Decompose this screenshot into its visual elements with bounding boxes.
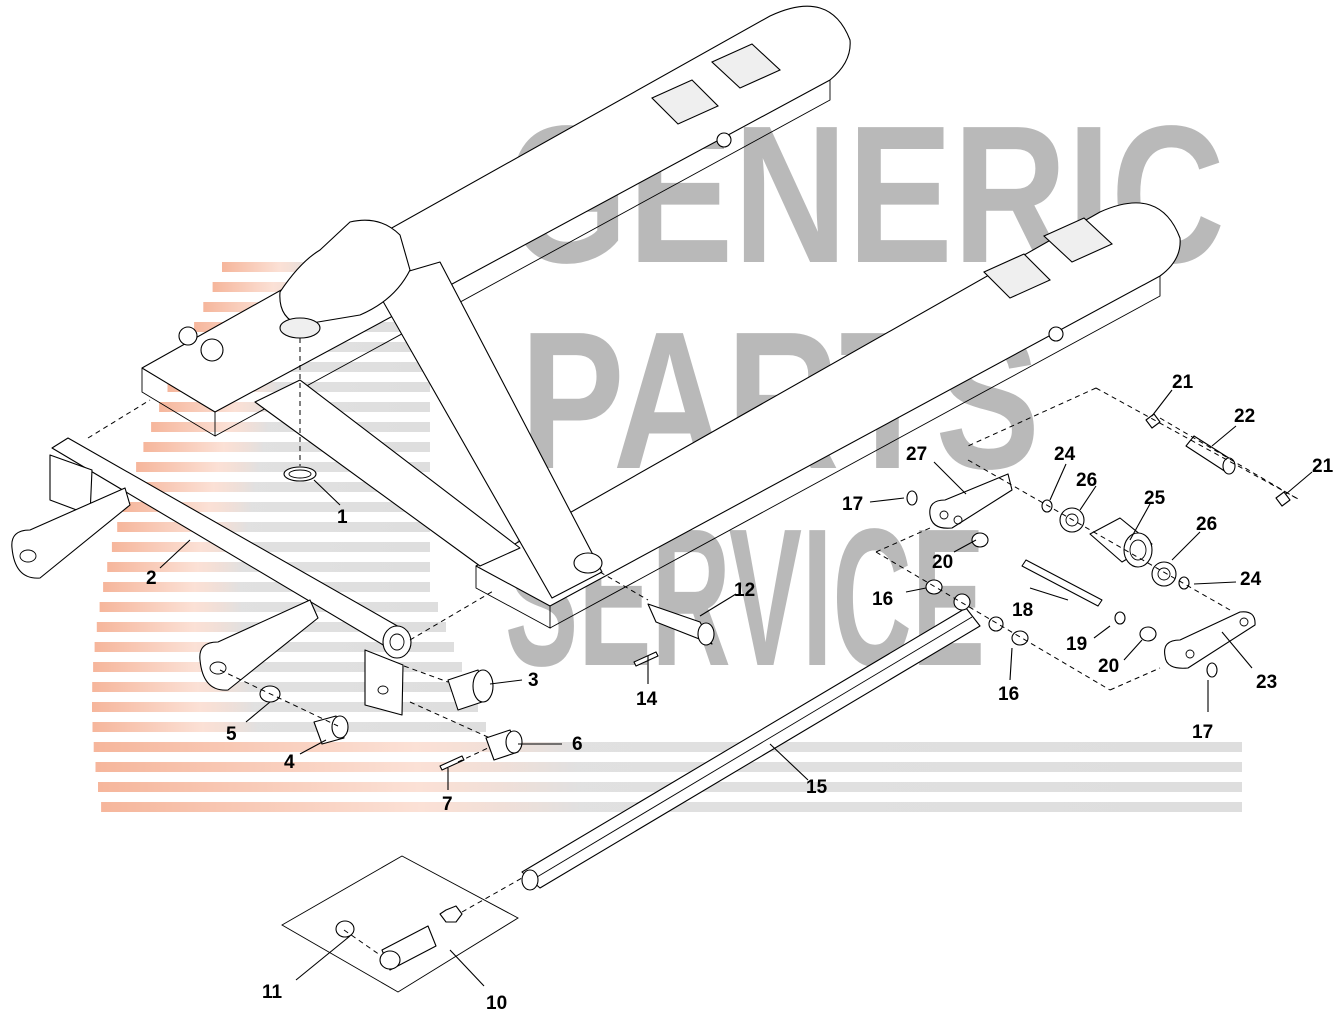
callout-18: 18 bbox=[1012, 600, 1033, 621]
left-fork-window-2 bbox=[651, 79, 719, 125]
part-15-push-rod bbox=[521, 607, 981, 891]
kit-boundary bbox=[281, 855, 519, 993]
left-fork-window-1 bbox=[711, 43, 781, 89]
part-21-screw-a bbox=[1145, 413, 1161, 429]
part-20-bushing-b bbox=[1139, 626, 1157, 642]
part-21-screw-b bbox=[1275, 491, 1291, 507]
part-17-ring-a bbox=[906, 490, 918, 506]
callout-16-b: 16 bbox=[998, 684, 1019, 705]
part-23-link-plate bbox=[1164, 611, 1256, 669]
part-3-bushing bbox=[447, 669, 494, 711]
part-10-kit bbox=[281, 855, 519, 993]
watermark-stripe bbox=[117, 522, 430, 532]
callout-labels: 1 2 3 4 5 6 7 10 11 12 14 15 16 16 17 17… bbox=[146, 372, 1334, 1014]
callout-26-b: 26 bbox=[1196, 514, 1217, 535]
callout-11: 11 bbox=[262, 982, 283, 1003]
callout-25: 25 bbox=[1144, 488, 1166, 509]
callout-2: 2 bbox=[146, 568, 157, 589]
watermark-stripe bbox=[176, 362, 430, 372]
cross-member bbox=[254, 379, 521, 567]
watermark-stripe bbox=[129, 482, 431, 492]
part-14-roll-pin bbox=[633, 651, 659, 667]
watermark-stripe bbox=[99, 602, 438, 612]
callout-19: 19 bbox=[1066, 634, 1087, 655]
assembly-lines bbox=[87, 338, 1301, 956]
watermark-stripe bbox=[143, 442, 430, 452]
part-18-shaft bbox=[1021, 559, 1103, 607]
callout-15: 15 bbox=[806, 777, 828, 798]
part-6-pin bbox=[485, 729, 523, 761]
part-12-axle-pin bbox=[647, 603, 715, 646]
watermark-stripe bbox=[92, 702, 478, 712]
part-19-ring bbox=[1114, 611, 1126, 625]
callout-12: 12 bbox=[734, 580, 755, 601]
callout-3: 3 bbox=[528, 670, 539, 691]
callout-6: 6 bbox=[572, 734, 583, 755]
diagonal-brace bbox=[371, 261, 603, 599]
leader-lines bbox=[159, 389, 1313, 987]
right-fork bbox=[475, 202, 1181, 607]
watermark-stripe bbox=[92, 722, 486, 732]
callout-14: 14 bbox=[636, 689, 658, 710]
callout-27: 27 bbox=[906, 444, 927, 465]
part-11-bushing bbox=[335, 920, 355, 938]
part-16-bushing-b bbox=[1011, 630, 1029, 646]
callout-24-a: 24 bbox=[1054, 444, 1076, 465]
part-24-ring-a bbox=[1041, 499, 1053, 513]
right-fork-window-2 bbox=[983, 253, 1051, 299]
watermark-stripe bbox=[103, 582, 430, 592]
watermark-stripe bbox=[95, 762, 1242, 772]
part-20-bushing-a bbox=[971, 532, 989, 548]
callout-26-a: 26 bbox=[1076, 470, 1097, 491]
callout-17-a: 17 bbox=[842, 494, 863, 515]
watermark-stripe bbox=[111, 542, 431, 552]
callout-7: 7 bbox=[442, 794, 453, 815]
part-26-bearing-b bbox=[1151, 561, 1177, 587]
callout-10: 10 bbox=[486, 993, 507, 1014]
callout-22: 22 bbox=[1234, 406, 1255, 427]
callout-20-a: 20 bbox=[932, 552, 953, 573]
pump-mount-socket bbox=[279, 317, 321, 339]
part-16-bushing-a bbox=[925, 579, 943, 595]
watermark-stripe bbox=[93, 742, 1243, 752]
watermark-stripe bbox=[92, 682, 470, 692]
part-17-ring-b bbox=[1206, 662, 1218, 678]
callout-16-a: 16 bbox=[872, 589, 893, 610]
watermark-stripe bbox=[93, 662, 462, 672]
right-fork-window-1 bbox=[1043, 217, 1113, 263]
axle-arm-left bbox=[11, 487, 131, 579]
callout-1: 1 bbox=[337, 507, 348, 528]
callout-21-a: 21 bbox=[1172, 372, 1194, 393]
callout-23: 23 bbox=[1256, 672, 1277, 693]
callout-5: 5 bbox=[226, 724, 237, 745]
callout-4: 4 bbox=[284, 752, 295, 773]
callout-24-b: 24 bbox=[1240, 569, 1262, 590]
part-7-roll-pin bbox=[439, 755, 465, 771]
part-2-axle-assembly bbox=[11, 437, 412, 716]
part-4-pin bbox=[313, 715, 349, 745]
watermark-stripe bbox=[123, 502, 430, 512]
fork-frame bbox=[141, 5, 1181, 629]
callout-21-b: 21 bbox=[1312, 456, 1334, 477]
part-1-snap-ring bbox=[283, 466, 317, 482]
axle-arm-right bbox=[199, 599, 319, 691]
watermark-stripe bbox=[136, 462, 430, 472]
callout-17-b: 17 bbox=[1192, 722, 1213, 743]
part-27-link-plate bbox=[929, 473, 1013, 529]
callout-20-b: 20 bbox=[1098, 656, 1119, 677]
axle-bracket-right bbox=[364, 649, 404, 716]
part-24-ring-b bbox=[1178, 576, 1190, 590]
